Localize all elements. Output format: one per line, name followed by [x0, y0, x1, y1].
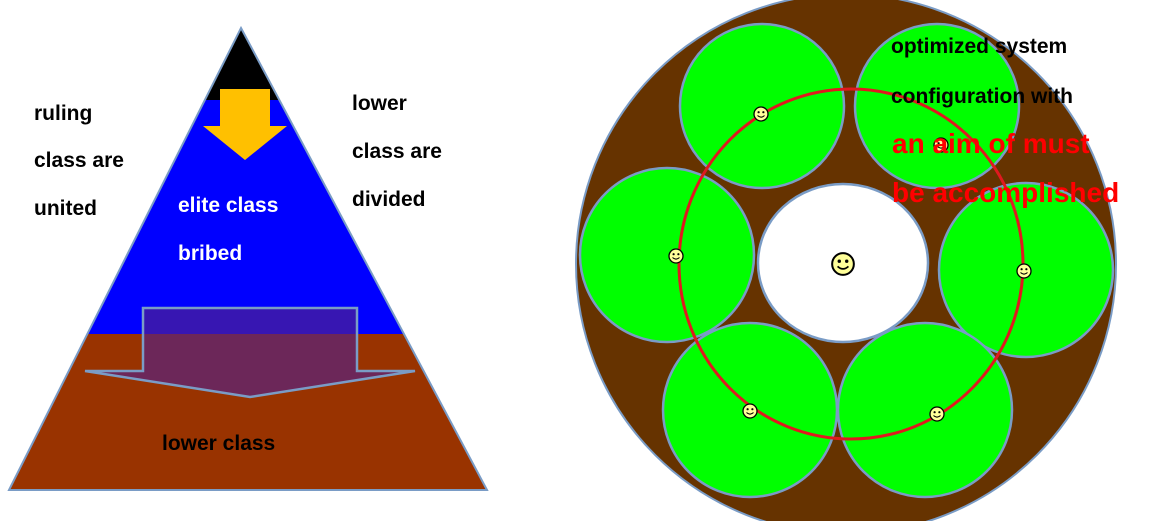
smiley-face-icon — [1016, 263, 1032, 279]
center-smiley-face-icon — [831, 252, 855, 276]
smiley-face-icon — [742, 403, 758, 419]
caption-line-1: optimized system — [891, 35, 1067, 58]
divided-line-1: lower — [352, 92, 407, 115]
elite-line-2: bribed — [178, 242, 242, 265]
class-pyramid: ruling class are united lower class are … — [7, 25, 489, 491]
smiley-face-icon — [753, 106, 769, 122]
highlight-line-1: an aim of must — [892, 128, 1090, 159]
elite-line-1: elite class — [178, 194, 278, 217]
caption-line-2: configuration with — [891, 85, 1073, 108]
smiley-face-icon — [668, 248, 684, 264]
pyramid-outline — [7, 25, 489, 491]
ruling-class-label: ruling class are united — [34, 102, 130, 220]
ruling-line-3: united — [34, 197, 97, 220]
divided-line-2: class are — [352, 140, 442, 163]
green-circle-left — [578, 166, 756, 344]
smiley-face-icon — [929, 406, 945, 422]
goal-highlight-text: an aim of must be accomplished — [892, 128, 1119, 208]
divided-line-3: divided — [352, 188, 426, 211]
ruling-line-2: class are — [34, 149, 124, 172]
elite-class-label: elite class bribed — [178, 194, 284, 265]
hollow-down-arrow-icon — [84, 306, 416, 399]
lower-class-label: lower class — [162, 432, 275, 455]
system-configuration-diagram: optimized system configuration with an a… — [575, 0, 1119, 521]
ruling-line-1: ruling — [34, 102, 92, 125]
down-arrow-icon — [203, 89, 287, 160]
lower-class-divided-label: lower class are divided — [352, 92, 448, 211]
green-circle-bottom-right — [836, 321, 1014, 499]
system-configuration-caption: optimized system configuration with — [891, 35, 1073, 108]
highlight-line-2: be accomplished — [892, 177, 1119, 208]
green-circle-top-left — [678, 22, 846, 190]
apex-black-band — [9, 28, 487, 100]
